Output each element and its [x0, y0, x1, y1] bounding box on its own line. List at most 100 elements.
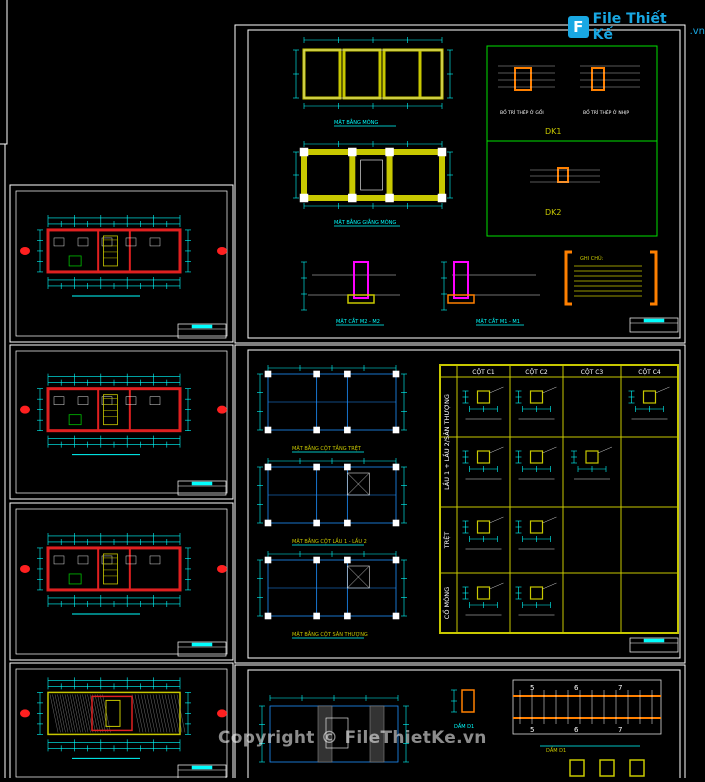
- footing-pad: [302, 48, 342, 100]
- beam-section: [599, 759, 615, 777]
- hatch-line: [131, 694, 141, 733]
- floor-plan-sheet: [9, 502, 234, 661]
- sheet-outer-frame: [234, 664, 686, 782]
- hatch-line: [74, 694, 84, 733]
- title-block: [629, 317, 679, 333]
- hatch-line: [146, 694, 156, 733]
- column-mark: [344, 519, 351, 527]
- stair-walls: [91, 695, 133, 732]
- fixture: [68, 255, 82, 267]
- column-section: [642, 390, 657, 404]
- fixture: [68, 414, 82, 426]
- sheet-outer-frame: [9, 502, 234, 661]
- ground-beam: [301, 149, 445, 201]
- hatch-line: [72, 694, 81, 733]
- hatch-line: [54, 694, 64, 733]
- footing-section: [347, 294, 375, 304]
- grid-axis-marker: [20, 405, 30, 414]
- column-mark: [344, 556, 351, 564]
- column-mark: [313, 519, 320, 527]
- leader-line: [489, 446, 504, 454]
- left-sheet-stubs: [0, 0, 8, 778]
- stair-core: [360, 159, 383, 191]
- exterior-wall: [46, 228, 182, 274]
- leader-line: [542, 386, 557, 394]
- column-schedule-table: [439, 364, 679, 634]
- furniture-item: [77, 237, 89, 247]
- sheet-inner-frame: [15, 350, 228, 494]
- hatch-line: [62, 694, 71, 733]
- fixture: [68, 573, 82, 585]
- leader-line: [489, 386, 504, 394]
- furniture-item: [77, 555, 89, 565]
- title-block: [177, 641, 227, 657]
- footing-section: [447, 294, 475, 304]
- hatch-line: [64, 694, 74, 733]
- bar-mark: 7: [618, 684, 622, 692]
- column-section: [529, 586, 544, 600]
- column-base: [348, 147, 357, 157]
- foundation-outline: [303, 49, 443, 99]
- opening-cross: [347, 565, 370, 589]
- hatch-line: [176, 694, 186, 733]
- column-base: [299, 147, 309, 157]
- furniture-item: [149, 396, 161, 405]
- detail-dk1-label: DK1: [545, 127, 562, 136]
- sheet-outer-frame: [9, 662, 234, 782]
- floor-plan-sheet: [9, 184, 234, 343]
- column-mark: [392, 426, 400, 434]
- column-base: [437, 193, 447, 203]
- furniture-item: [53, 555, 65, 565]
- furniture-item: [125, 396, 137, 405]
- grid-axis-marker: [20, 246, 30, 255]
- hatch-line: [79, 694, 89, 733]
- section-title: MẶT CẮT M2 - M2: [336, 317, 380, 325]
- grid-axis-marker: [20, 709, 30, 718]
- column-mark: [313, 463, 320, 471]
- stair-block: [103, 394, 118, 426]
- column-section: [353, 261, 369, 299]
- column-mark: [264, 519, 272, 527]
- rebar-span-label: BỐ TRÍ THÉP Ở NHỊP: [583, 108, 629, 116]
- title-block: [177, 323, 227, 339]
- column-plan-title: MẶT BẰNG CỘT LẦU 1 - LẦU 2: [292, 537, 367, 545]
- column-header-3: CỘT C3: [581, 369, 604, 376]
- column-header-2: CỘT C2: [525, 369, 548, 376]
- beam-section-label: DẦM D1: [454, 722, 474, 730]
- stair-opening: [347, 565, 370, 589]
- hatch-line: [173, 694, 183, 733]
- hatch-line: [92, 694, 101, 733]
- column-mark: [264, 463, 272, 471]
- bar-mark: 5: [530, 684, 534, 692]
- hatch-line: [137, 694, 147, 733]
- row-label-upper-floors: LẦU 1 + LẦU 2/SÂN THƯỢNG: [441, 394, 451, 490]
- stair-opening: [347, 472, 370, 496]
- furniture-item: [149, 555, 161, 565]
- beam-plan-title: MẶT BẰNG GIẰNG MÓNG: [334, 218, 396, 226]
- stair-block: [103, 553, 118, 585]
- furniture-item: [77, 396, 89, 405]
- hatch-line: [82, 694, 91, 733]
- title-block-logo: [191, 765, 213, 770]
- notes-bracket-right: [650, 250, 658, 306]
- sheet-outer-frame: [234, 24, 686, 344]
- sheet-inner-frame: [247, 669, 681, 782]
- title-block: [629, 637, 679, 653]
- hatch-line: [158, 694, 168, 733]
- copyright-watermark: Copyright © FileThietKe.vn: [218, 728, 487, 748]
- hatch-line: [161, 694, 171, 733]
- column-mark: [344, 612, 351, 620]
- column-mark: [264, 426, 272, 434]
- beam-section: [461, 689, 475, 713]
- beam-grid: [269, 705, 399, 763]
- hatch-line: [155, 694, 165, 733]
- hatch-line: [59, 694, 69, 733]
- title-block-logo: [643, 638, 665, 643]
- column-mark: [392, 556, 400, 564]
- sheet-inner-frame: [15, 668, 228, 778]
- hatch-line: [164, 694, 174, 733]
